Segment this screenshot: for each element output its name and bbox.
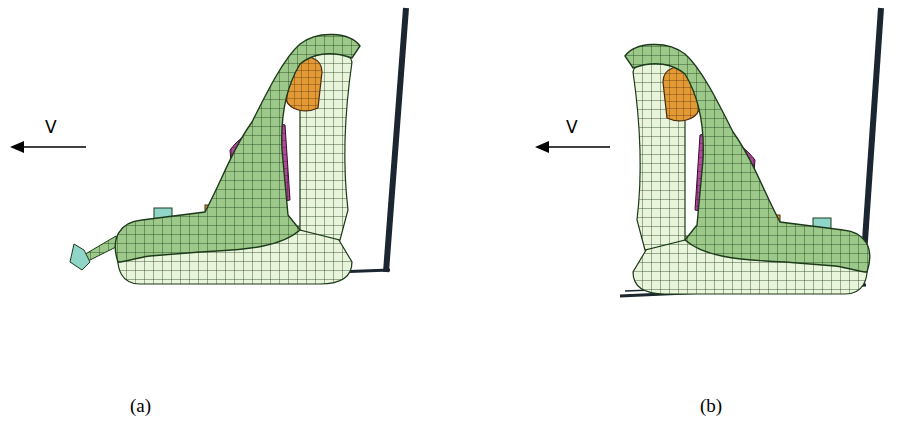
velocity-label: V <box>45 117 57 137</box>
child-seat-a <box>115 34 360 284</box>
vehicle-seat-b <box>620 8 881 296</box>
leg-a <box>70 236 118 270</box>
velocity-arrow-b <box>535 141 610 153</box>
child-seat-b <box>625 44 870 294</box>
velocity-label: V <box>566 117 578 137</box>
subfigure-label: (a) <box>130 395 151 417</box>
velocity-arrow-a <box>10 141 86 153</box>
subfigure-label: (b) <box>700 395 722 417</box>
